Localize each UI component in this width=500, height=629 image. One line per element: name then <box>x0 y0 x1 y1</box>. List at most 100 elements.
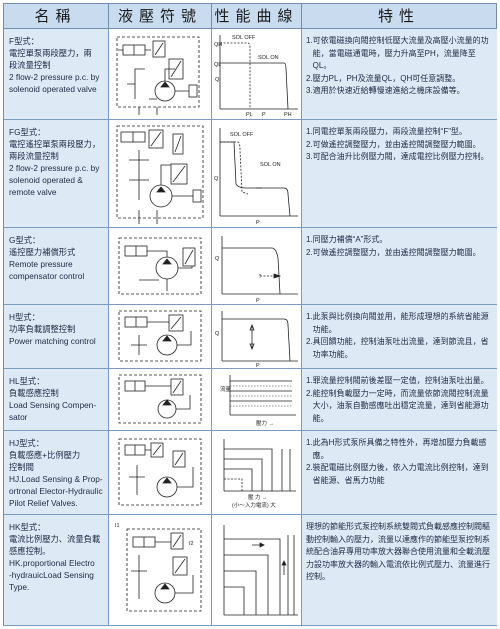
performance-curve-plot: 流量 壓力 → <box>220 375 296 427</box>
performance-curve-cell <box>212 515 302 625</box>
performance-curve-plot: 壓 力 → (小～入力電流) 大 <box>223 439 296 509</box>
feature-item: 1.此為H形式泵所具備之特性外，再增加壓力負載感應。 <box>306 438 487 460</box>
name-line: 負載感應+比例壓力 <box>9 450 81 460</box>
feature-item: 3.適用於快速近給轉慢速進給之機床設備等。 <box>306 86 465 95</box>
header-hydraulic-symbol: 液壓符號 <box>109 3 212 29</box>
name-line: Type. <box>9 582 30 592</box>
name-line: 2 flow-2 pressure p.c. by <box>9 72 100 82</box>
feature-item: 2.能控制負載壓力一定時，而流量依節流閥控制流量大小，油泵自動感應吐出穩定流量，… <box>306 388 489 423</box>
model-name-cell: H型式： 功率負載調整控制 Power matching control <box>3 305 109 368</box>
feature-item: 2.可做遙控調整壓力，並由遙控閥調整壓力範圍。 <box>306 139 481 149</box>
table-row-fg: FG型式： 電控遙控單泵兩段壓力， 兩段流量控制 2 flow-2 pressu… <box>3 120 497 228</box>
name-line: Remote pressure <box>9 259 73 269</box>
hydraulic-symbol-cell <box>109 29 212 119</box>
name-line: 感應控制。 <box>9 546 51 556</box>
hydraulic-symbol-diagram <box>118 237 202 295</box>
current-label-i1: I1 <box>115 523 120 529</box>
performance-curve-plot: SOL OFF SOL ON QH QL Q PL PH P <box>214 35 298 118</box>
name-line: HK型式： <box>9 522 46 532</box>
name-line: G型式： <box>9 235 41 245</box>
performance-curve-cell: SOL OFF SOL ON Q P <box>212 120 302 227</box>
name-line: HJ.Load Sensing & Prop- <box>9 474 103 484</box>
curve-label-sol-on: SOL ON <box>260 162 281 168</box>
axis-note-current: (小～入力電流) 大 <box>232 501 276 509</box>
header-features: 特性 <box>302 3 497 29</box>
feature-item: 1.同壓力補償“A”形式。 <box>306 235 388 244</box>
name-line: H型式： <box>9 312 40 322</box>
curve-label-pl: PL <box>246 112 253 118</box>
name-line: 功率負載調整控制 <box>9 324 76 334</box>
hydraulic-symbol-diagram <box>118 374 202 424</box>
performance-curve-cell: 流量 壓力 → <box>212 369 302 430</box>
name-line: solenoid operated & <box>9 175 83 185</box>
table-row-hl: HL型式： 負載感應控制 Load Sensing Compen- sator <box>3 369 497 431</box>
hydraulic-symbol-diagram <box>118 310 202 362</box>
name-line: Load Sensing Compen- <box>9 400 97 410</box>
model-name-cell: FG型式： 電控遙控單泵兩段壓力， 兩段流量控制 2 flow-2 pressu… <box>3 120 109 227</box>
feature-item: 2.可做遙控調整壓力，並由遙控閥調整壓力範圍。 <box>306 247 481 257</box>
spec-table: 名稱 液壓符號 性能曲線 特性 F型式： 電控單泵兩段壓力，兩 段流量控制 2 … <box>3 3 497 626</box>
name-line: FG型式： <box>9 127 46 137</box>
performance-curve-cell: Q P <box>212 305 302 368</box>
model-name-cell: G型式： 遙控壓力補償形式 Remote pressure compensato… <box>3 228 109 304</box>
header-name: 名稱 <box>3 3 109 29</box>
name-line: 控制閥 <box>9 462 34 472</box>
axis-label-p: P <box>262 112 266 118</box>
performance-curve-plot: SOL OFF SOL ON Q P <box>214 128 298 226</box>
model-name-cell: F型式： 電控單泵兩段壓力，兩 段流量控制 2 flow-2 pressure … <box>3 29 109 119</box>
model-name-cell: HJ型式： 負載感應+比例壓力 控制閥 HJ.Load Sensing & Pr… <box>3 431 109 514</box>
axis-label-p: P <box>256 220 260 226</box>
hydraulic-symbol-cell <box>109 305 212 368</box>
axis-label-q: Q <box>215 77 220 83</box>
curve-label-qh: QH <box>214 42 222 48</box>
curve-label-ql: QL <box>214 62 221 68</box>
hydraulic-symbol-diagram <box>116 125 204 224</box>
hydraulic-symbol-diagram: I1 I2 <box>115 523 202 612</box>
table-row-g: G型式： 遙控壓力補償形式 Remote pressure compensato… <box>3 228 497 305</box>
features-cell: 1.同壓力補償“A”形式。 2.可做遙控調整壓力，並由遙控閥調整壓力範圍。 <box>302 228 497 304</box>
performance-curve-plot <box>223 525 298 616</box>
axis-label-q: Q <box>215 331 220 337</box>
features-cell: 1.此泵與比例換向閥並用，能形成理想的系統省能源功能。 2.具回饋功能，控制油泵… <box>302 305 497 368</box>
table-row-f: F型式： 電控單泵兩段壓力，兩 段流量控制 2 flow-2 pressure … <box>3 29 497 120</box>
axis-label-q: Q <box>214 176 219 182</box>
curve-label-sol-off: SOL OFF <box>232 35 256 41</box>
hydraulic-symbol-diagram <box>118 438 202 506</box>
feature-paragraph: 理想的節能形式泵控制系統雙閥式負載感應控制閥驅動控制輸入的壓力，流量以達應作的節… <box>306 522 490 581</box>
feature-item: 1.此泵與比例換向閥並用，能形成理想的系統省能源功能。 <box>306 312 489 334</box>
feature-item: 2.具回饋功能，控制油泵吐出流量，達到節流且，省功率功能。 <box>306 337 489 359</box>
axis-label-q: Q <box>215 256 220 262</box>
table-row-h: H型式： 功率負載調整控制 Power matching control <box>3 305 497 369</box>
name-line: compensator control <box>9 271 85 281</box>
performance-curve-cell: Q P <box>212 228 302 304</box>
feature-item: 1.可依電磁換向閥控制低壓大流量及高壓小流量的功能，當電磁通電時，壓力升高至PH… <box>306 36 489 70</box>
performance-curve-cell: 壓 力 → (小～入力電流) 大 <box>212 431 302 514</box>
name-line: 段流量控制 <box>9 60 51 70</box>
name-line: -hydrauicLoad Sensing <box>9 570 94 580</box>
axis-label-p: P <box>256 298 260 304</box>
hydraulic-symbol-cell <box>109 369 212 430</box>
axis-label-p: P <box>256 363 260 368</box>
axis-label-flow: 流量 <box>220 385 232 393</box>
performance-curve-plot: Q P <box>215 236 298 304</box>
name-line: Power matching control <box>9 336 96 346</box>
curve-label-sol-off: SOL OFF <box>230 132 254 138</box>
hydraulic-symbol-cell <box>109 431 212 514</box>
hydraulic-symbol-cell <box>109 228 212 304</box>
table-row-hk: HK型式： 電流比例壓力、流量負載 感應控制。 HK.proportional … <box>3 515 497 626</box>
name-line: 電流比例壓力、流量負載 <box>9 534 101 544</box>
feature-item: 1.罪流量控制閥前後差壓一定值，控制油泵吐出量。 <box>306 376 489 385</box>
name-line: solenoid operated valve <box>9 84 97 94</box>
hydraulic-symbol-cell <box>109 120 212 227</box>
performance-curve-plot: Q P <box>215 311 298 368</box>
hydraulic-symbol-cell: I1 I2 <box>109 515 212 625</box>
feature-item: 3.可配合油升比例壓力閥，達成電控比例壓力控制。 <box>306 152 489 161</box>
name-line: HK.proportional Electro <box>9 558 95 568</box>
curve-label-sol-on: SOL ON <box>258 55 279 61</box>
name-line: HL型式： <box>9 376 45 386</box>
name-line: 2 flow-2 pressure p.c. by <box>9 163 100 173</box>
name-line: sator <box>9 412 28 422</box>
feature-item: 2.壓力PL，PH及流量QL，QH可任意調整。 <box>306 73 461 83</box>
features-cell: 理想的節能形式泵控制系統雙閥式負載感應控制閥驅動控制輸入的壓力，流量以達應作的節… <box>302 515 497 625</box>
axis-label-pressure: 壓 力 → <box>248 493 268 501</box>
